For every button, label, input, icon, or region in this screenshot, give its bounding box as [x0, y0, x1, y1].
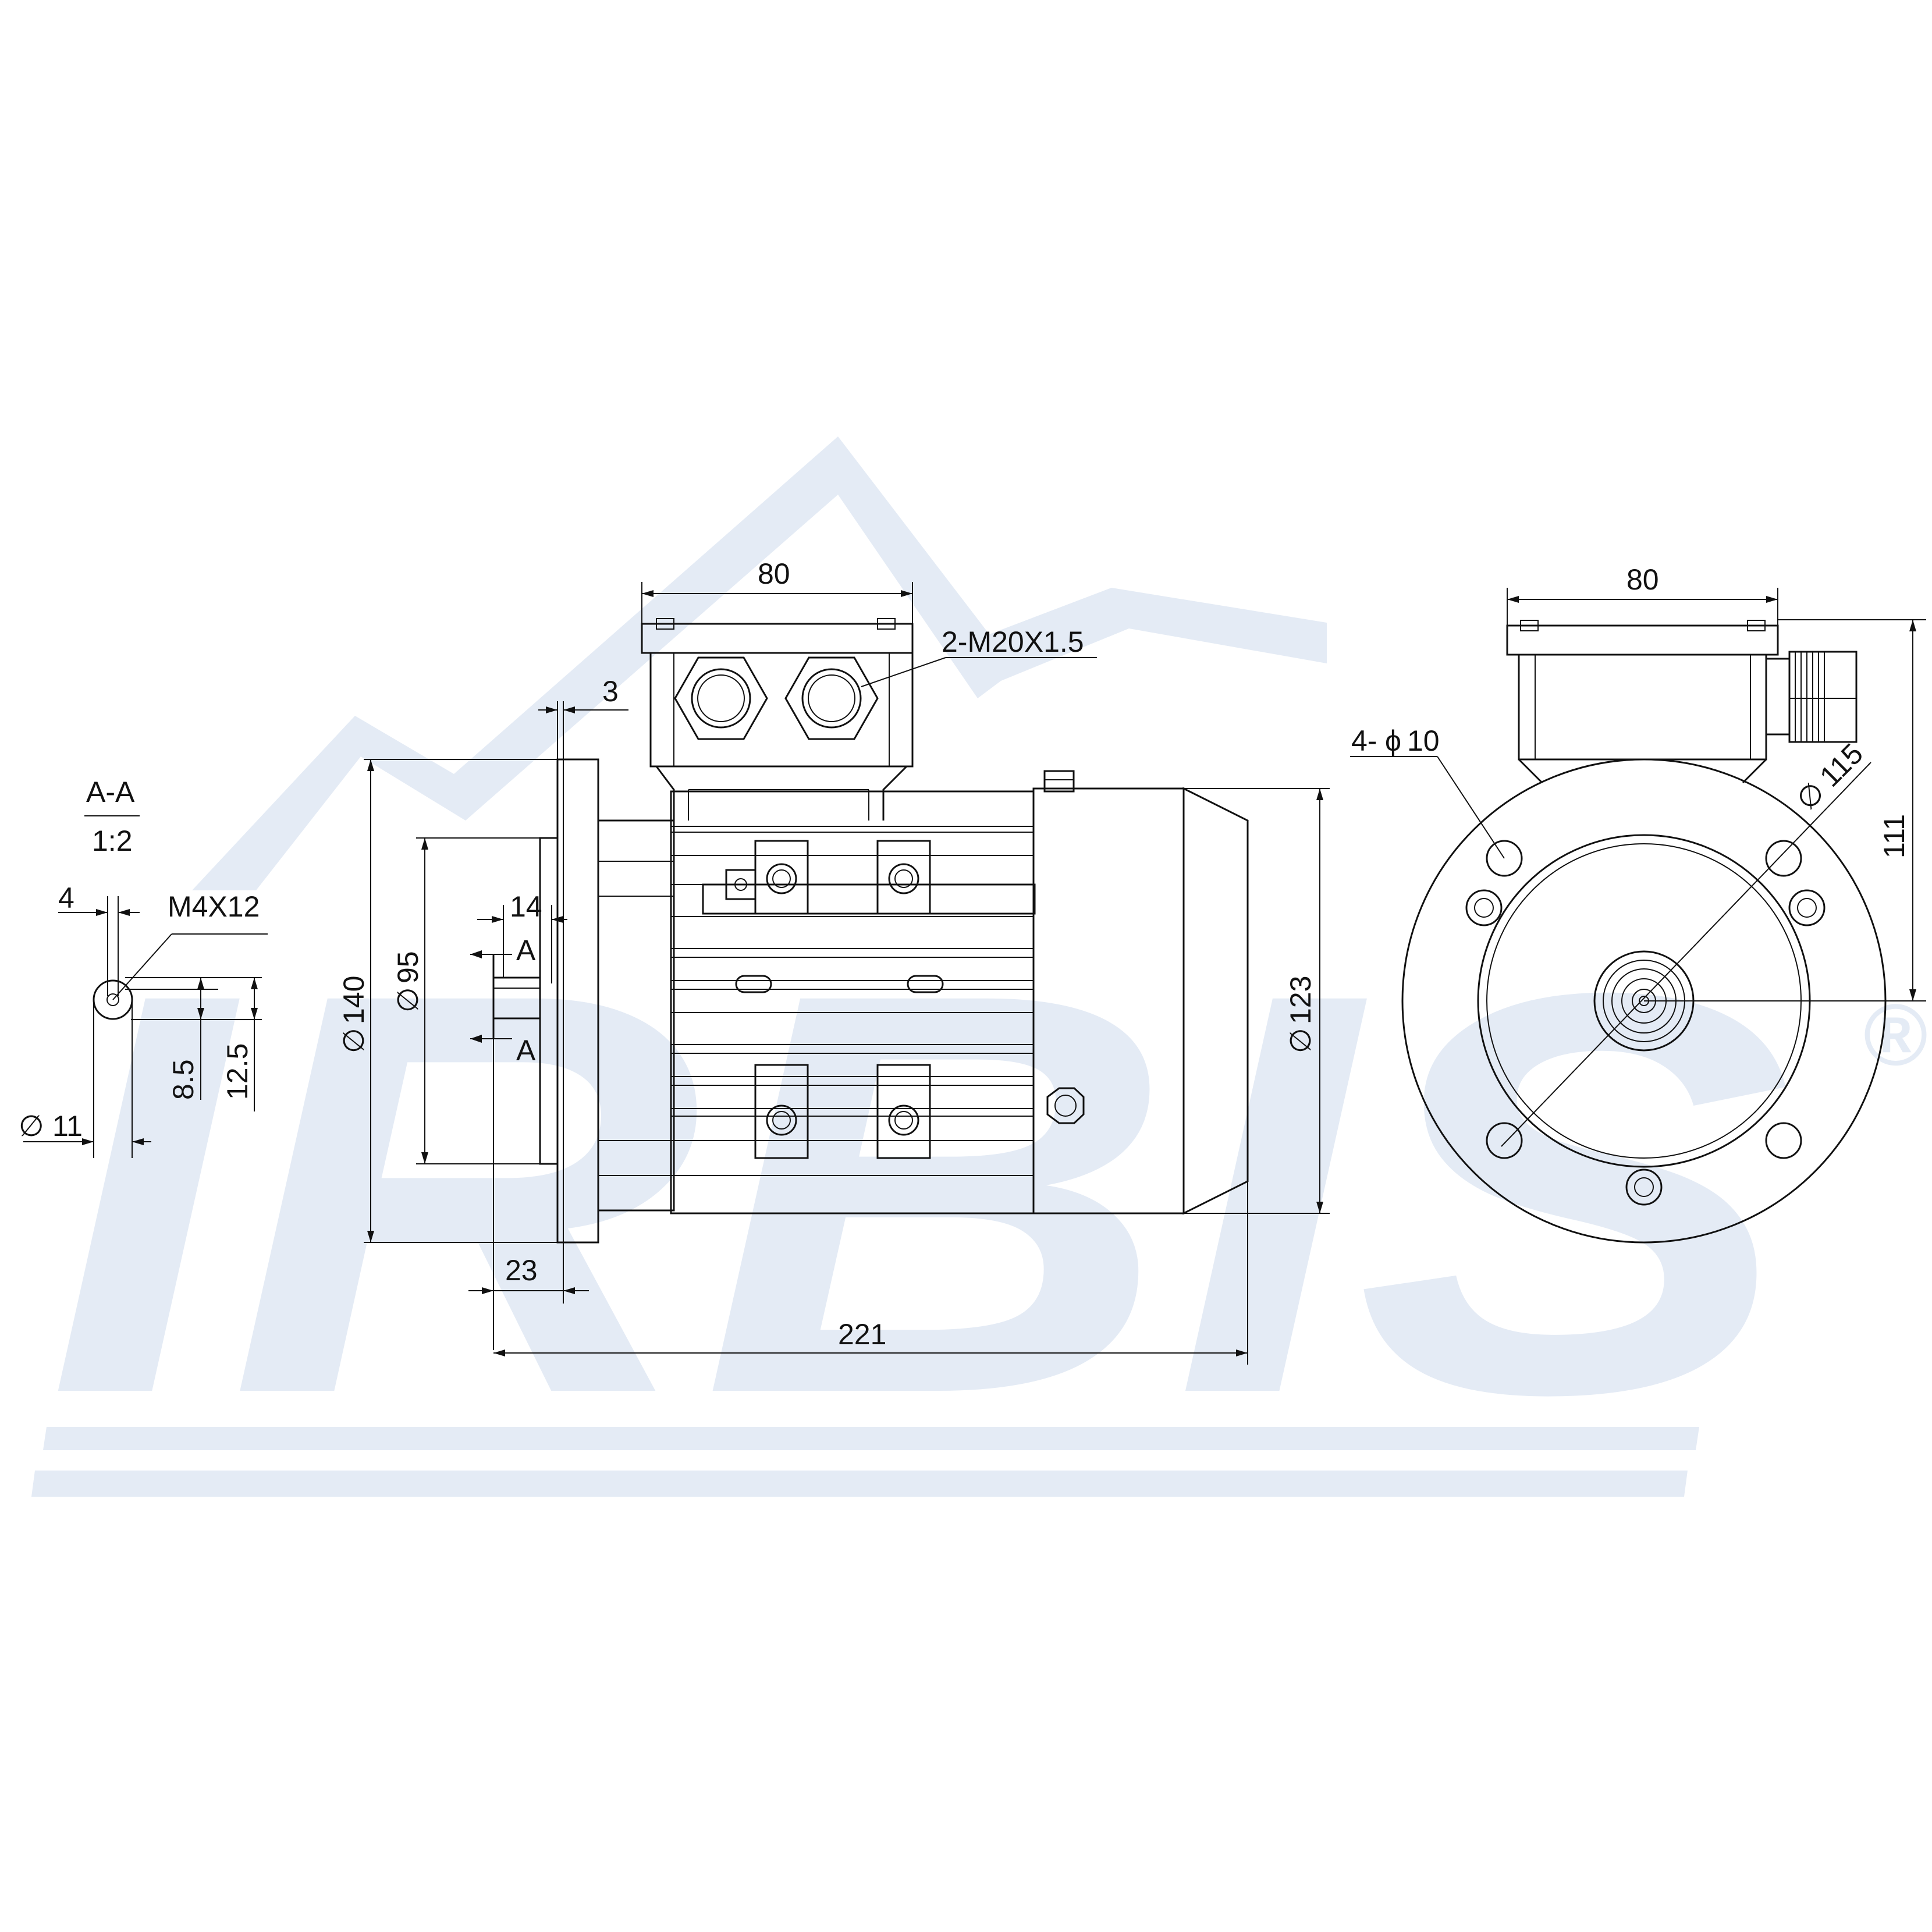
watermark: IRBIS ®	[31, 436, 1927, 1512]
dim-8-5: 8.5	[167, 1059, 200, 1100]
watermark-registered-mark: ®	[1862, 986, 1927, 1084]
dim-shaft-diameter: 11	[52, 1110, 83, 1142]
dim-overall-length: 221	[838, 1318, 886, 1351]
watermark-underline-2	[31, 1471, 1688, 1497]
dim-frame-diameter: 123	[1284, 976, 1317, 1024]
dim-pcd: 115	[1813, 737, 1869, 793]
dim-box-width-end: 80	[1626, 563, 1659, 596]
dim-shaft-23: 23	[505, 1254, 538, 1287]
dim-spigot-diameter: 95	[392, 951, 424, 983]
dim-frame-diameter-symbol: ∅	[1284, 1028, 1317, 1053]
side-view: 80 2-M20X1.5	[338, 557, 1330, 1365]
section-scale: 1:2	[92, 825, 133, 857]
dim-12-5: 12.5	[221, 1043, 254, 1100]
section-aa-view: A-A 1:2 4 M4X12 8.5 12.5	[19, 776, 268, 1158]
dim-flange-diameter-symbol: ∅	[338, 1028, 370, 1053]
cable-gland-label: 2-M20X1.5	[942, 626, 1084, 658]
holes-diameter: 10	[1407, 724, 1440, 757]
threaded-hole	[106, 993, 119, 1006]
dim-box-width-side: 80	[758, 557, 790, 590]
watermark-underline-1	[43, 1427, 1699, 1450]
dim-key-width: 4	[58, 882, 74, 914]
section-mark-bottom: A	[516, 1034, 536, 1067]
dim-flange-thickness: 3	[602, 675, 619, 708]
watermark-mountains	[192, 436, 1327, 890]
dim-shaft-diameter-symbol: ∅	[19, 1110, 44, 1142]
thread-label: M4X12	[168, 890, 260, 923]
holes-count: 4-	[1351, 724, 1377, 757]
dim-flange-diameter: 140	[338, 976, 370, 1024]
section-title: A-A	[86, 776, 135, 808]
holes-phi-symbol: ϕ	[1385, 724, 1401, 757]
section-mark-top: A	[516, 934, 536, 967]
dim-shaft-14: 14	[510, 890, 542, 923]
dim-spigot-diameter-symbol: ∅	[392, 987, 424, 1013]
watermark-brand: IRBIS	[47, 875, 1795, 1512]
dim-height: 111	[1878, 814, 1910, 858]
